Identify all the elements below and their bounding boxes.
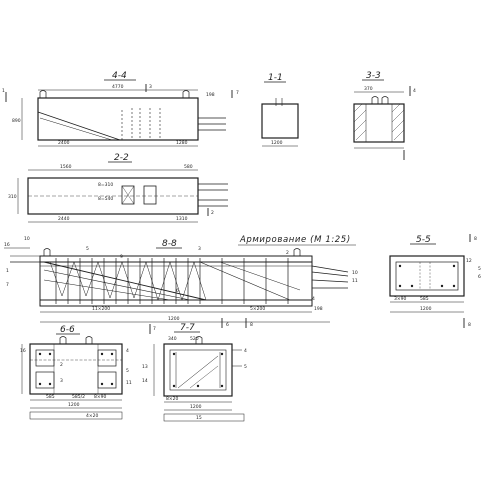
dim-890: 890 bbox=[12, 118, 21, 124]
dim-1200-77: 1200 bbox=[190, 404, 202, 410]
cut-label-8-top: 8 bbox=[474, 236, 477, 242]
label-16-66: 16 bbox=[20, 348, 26, 354]
label-10-top: 10 bbox=[24, 236, 30, 242]
label-15: 15 bbox=[196, 415, 202, 421]
dim-580: 580 bbox=[184, 164, 193, 170]
dim-585-55: 585 bbox=[420, 296, 429, 302]
dim-2400: 2400 bbox=[58, 140, 70, 146]
section-title-6-6: 6-6 bbox=[60, 325, 75, 335]
cut-label-4: 4 bbox=[413, 88, 416, 94]
dim-520: 520 bbox=[190, 336, 199, 342]
dim-1560: 1560 bbox=[60, 164, 72, 170]
view-2-2: 2-2 8=310 8=540 1560 580 2440 1310 310 2 bbox=[8, 153, 228, 223]
section-title-5-5: 5-5 bbox=[416, 235, 431, 245]
dim-370: 370 bbox=[364, 86, 373, 92]
label-9: 9 bbox=[120, 254, 123, 260]
cut-label-3: 3 bbox=[149, 84, 152, 90]
dim-1200-55: 1200 bbox=[420, 306, 432, 312]
cut-label-1-left: 1 bbox=[2, 88, 5, 94]
dim-585-2-66: 585/2 bbox=[72, 394, 85, 400]
label-16: 16 bbox=[4, 242, 10, 248]
dim-8x90-66: 8×90 bbox=[94, 394, 106, 400]
dim-1200-66: 1200 bbox=[68, 402, 80, 408]
cut-label-6: 6 bbox=[226, 322, 229, 328]
dim-1310: 1310 bbox=[176, 216, 188, 222]
note-b310: 8=310 bbox=[98, 182, 113, 188]
label-5: 5 bbox=[86, 246, 89, 252]
label-13: 13 bbox=[142, 364, 148, 370]
dim-4x20-66: 4×20 bbox=[86, 413, 98, 419]
dim-11x200: 11×200 bbox=[92, 306, 110, 312]
dim-1200-11: 1200 bbox=[271, 140, 283, 146]
reinforcement-heading: Армирование (М 1:25) bbox=[239, 235, 351, 245]
cut-label-8: 8 bbox=[250, 322, 253, 328]
section-title-8-8: 8-8 bbox=[162, 239, 177, 249]
cut-label-7-77: 7 bbox=[153, 326, 156, 332]
view-7-7: 7-7 340 520 4 5 13 14 8×20 1200 15 7 bbox=[142, 323, 247, 422]
label-6-55: 6 bbox=[478, 274, 481, 280]
label-4-66: 4 bbox=[126, 348, 129, 354]
label-1: 1 bbox=[6, 268, 9, 274]
label-5-77: 5 bbox=[244, 364, 247, 370]
dim-1200-88: 1200 bbox=[168, 316, 180, 322]
section-title-4-4: 4-4 bbox=[112, 71, 127, 81]
label-12: 12 bbox=[466, 258, 472, 264]
label-11: 11 bbox=[352, 278, 358, 284]
label-5-66: 5 bbox=[126, 368, 129, 374]
dim-2440: 2440 bbox=[58, 216, 70, 222]
dim-8x20-77: 8×20 bbox=[166, 396, 178, 402]
cut-label-7-top: 7 bbox=[236, 90, 239, 96]
section-title-3-3: 3-3 bbox=[366, 71, 381, 81]
dim-4770: 4770 bbox=[112, 84, 124, 90]
label-7: 7 bbox=[6, 282, 9, 288]
section-title-2-2: 2-2 bbox=[114, 153, 129, 163]
view-5-5: 5-5 585 3×90 1200 12 5 6 8 8 bbox=[389, 234, 481, 328]
dim-198-bottom: 198 bbox=[314, 306, 323, 312]
dim-198-top: 198 bbox=[206, 92, 215, 98]
label-4-77: 4 bbox=[244, 348, 247, 354]
label-11-66: 11 bbox=[126, 380, 132, 386]
dim-3x90-55: 3×90 bbox=[394, 296, 406, 302]
dim-5x200: 5×200 bbox=[250, 306, 265, 312]
label-4: 4 bbox=[312, 296, 315, 302]
label-10: 10 bbox=[352, 270, 358, 276]
view-3-3: 3-3 370 4 bbox=[353, 71, 416, 160]
cut-label-8-bottom: 8 bbox=[468, 322, 471, 328]
cut-label-2: 2 bbox=[211, 210, 214, 216]
note-b540: 8=540 bbox=[98, 196, 113, 202]
label-3-66: 3 bbox=[60, 378, 63, 384]
view-4-4: 4-4 4770 198 2400 1280 890 1 3 bbox=[2, 71, 239, 147]
view-6-6: 6-6 2 3 4 5 11 16 585 585/2 8×90 1200 bbox=[20, 325, 132, 420]
view-1-1: 1-1 1200 bbox=[261, 73, 299, 147]
label-2: 2 bbox=[286, 250, 289, 256]
section-title-1-1: 1-1 bbox=[268, 73, 283, 83]
label-2-66: 2 bbox=[60, 362, 63, 368]
label-3: 3 bbox=[198, 246, 201, 252]
dim-340: 340 bbox=[168, 336, 177, 342]
view-8-8: 8-8 bbox=[4, 236, 358, 328]
dim-1280: 1280 bbox=[176, 140, 188, 146]
label-5-55: 5 bbox=[478, 266, 481, 272]
dim-585-66: 585 bbox=[46, 394, 55, 400]
label-14: 14 bbox=[142, 378, 148, 384]
dim-310: 310 bbox=[8, 194, 17, 200]
label-6: 6 bbox=[176, 288, 179, 294]
section-title-7-7: 7-7 bbox=[180, 323, 195, 333]
